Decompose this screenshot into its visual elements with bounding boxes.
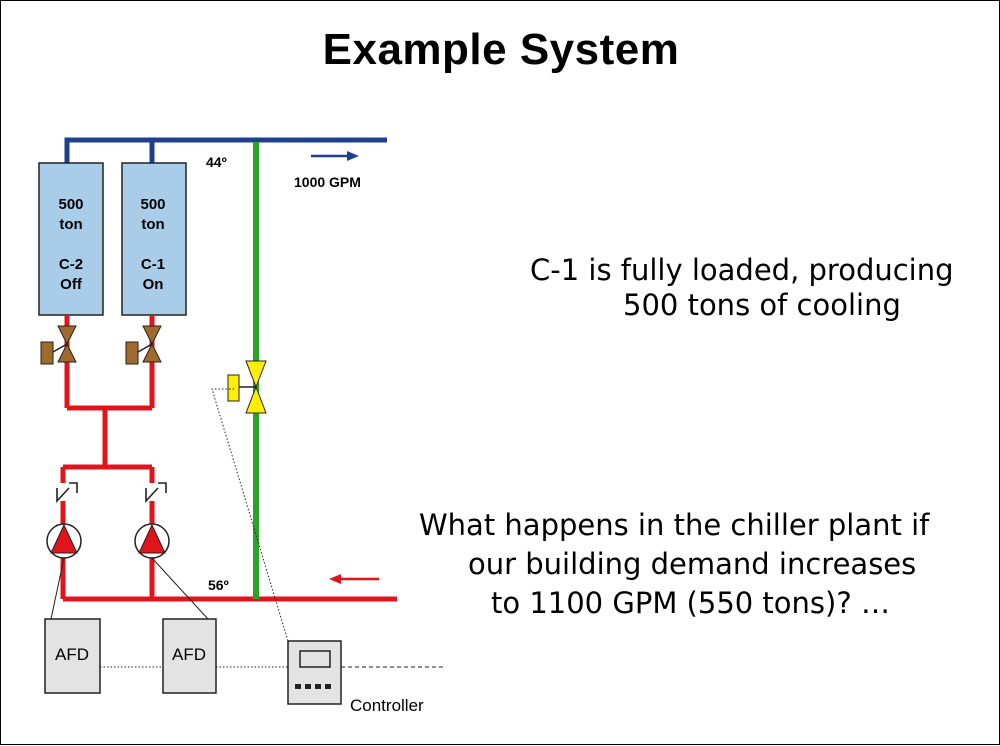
afd-left-box: [44, 618, 101, 694]
pump-right: [134, 523, 170, 559]
chiller-c1-valve: [125, 325, 162, 365]
pump-left: [46, 523, 82, 559]
supply-temp-label: 44º: [206, 154, 227, 170]
chiller-c2: [38, 162, 104, 316]
statement-1-line-1: C-1 is fully loaded, producing: [530, 253, 954, 287]
chiller-c1-name: C-1: [141, 256, 165, 273]
chiller-c1-unit: ton: [141, 216, 164, 233]
pump-afd-wires: [50, 557, 209, 620]
statement-2-line-1: What happens in the chiller plant if: [419, 508, 930, 542]
check-valve-right: [142, 482, 167, 504]
bypass-valve: [227, 360, 267, 414]
chiller-c2-status: Off: [60, 276, 83, 293]
chiller-c2-valve: [40, 325, 77, 365]
supply-flow-arrow: [311, 151, 359, 161]
supply-header-pipe: [64, 137, 387, 165]
controller-box: [287, 640, 342, 705]
slide-title: Example System: [322, 25, 680, 74]
chiller-c2-unit: ton: [59, 216, 82, 233]
controller-label: Controller: [350, 696, 424, 715]
statement-2-line-2: our building demand increases: [468, 547, 917, 581]
return-pipe: [60, 315, 397, 602]
chiller-c1-capacity: 500: [140, 196, 165, 213]
afd-right-box: [162, 618, 217, 694]
return-flow-arrow: [329, 574, 379, 584]
afd-right-label: AFD: [172, 645, 206, 664]
control-wiring: [100, 388, 445, 668]
flow-rate-label: 1000 GPM: [294, 174, 361, 190]
check-valve-left: [53, 482, 78, 504]
chiller-c1-status: On: [143, 276, 164, 293]
return-temp-label: 56º: [208, 577, 229, 593]
statement-2-line-3: to 1100 GPM (550 tons)? …: [491, 586, 890, 620]
statement-1-line-2: 500 tons of cooling: [623, 288, 901, 322]
afd-left-label: AFD: [55, 645, 89, 664]
chiller-c2-name: C-2: [59, 256, 83, 273]
chiller-c2-capacity: 500: [58, 196, 83, 213]
